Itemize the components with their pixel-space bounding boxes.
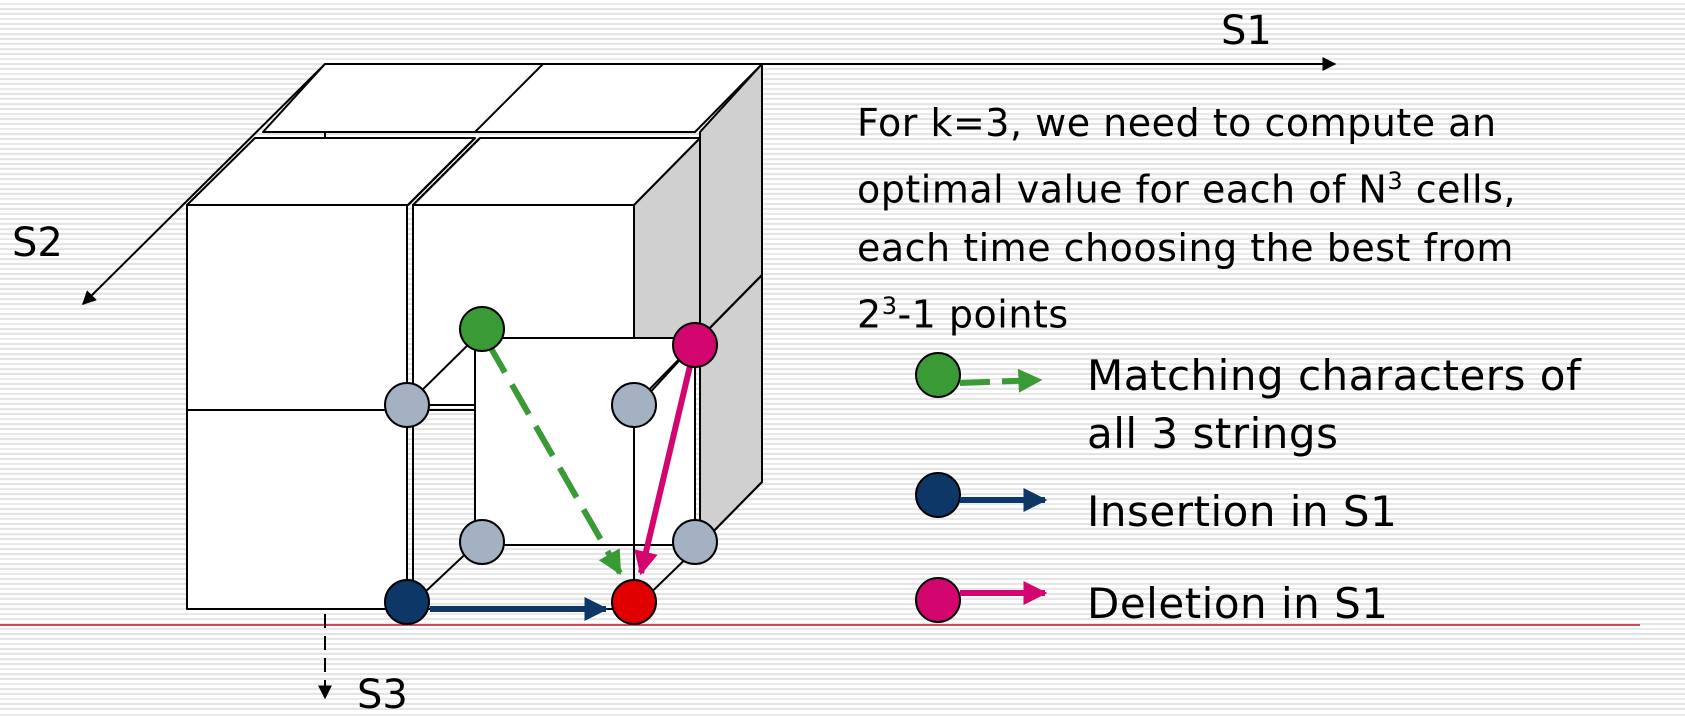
- legend-insertion-symbol: [915, 472, 1048, 518]
- node-insertion-source: [384, 579, 430, 625]
- description-line-4-end: -1 points: [897, 292, 1069, 337]
- description-line-4: 2: [857, 292, 882, 337]
- cube-grid: [186, 63, 763, 610]
- legend-insertion-label: Insertion in S1: [1087, 487, 1398, 536]
- description-line-3: each time choosing the best from: [857, 225, 1514, 270]
- description-line-2-end: cells,: [1403, 167, 1516, 212]
- node-target: [611, 579, 657, 625]
- s1-axis-label: S1: [1221, 8, 1272, 54]
- node-neutral-upper-right: [611, 382, 657, 428]
- s3-axis-label: S3: [357, 672, 408, 718]
- legend-deletion-symbol: [915, 577, 1048, 623]
- s2-axis-label: S2: [12, 220, 63, 266]
- legend-deletion-label: Deletion in S1: [1087, 579, 1389, 628]
- description-text: For k=3, we need to compute an optimal v…: [857, 94, 1516, 343]
- description-line-2-superscript: 3: [1387, 167, 1404, 195]
- deletion-arrow: [634, 365, 693, 576]
- description-line-4-superscript: 3: [881, 291, 898, 320]
- node-neutral-lower-back-right: [672, 519, 718, 565]
- description-line-1: For k=3, we need to compute an: [857, 101, 1497, 145]
- node-neutral-upper-left: [384, 382, 430, 428]
- node-deletion-source: [672, 322, 718, 368]
- s2-axis-arrow: [82, 63, 326, 305]
- legend-match-label: Matching characters of all 3 strings: [1087, 351, 1582, 458]
- node-neutral-lower-back-left: [459, 519, 505, 565]
- match-arrow: [485, 341, 623, 576]
- node-match-source: [459, 306, 505, 352]
- legend-match-symbol: [915, 352, 1043, 398]
- description-line-2: optimal value for each of N: [857, 167, 1388, 212]
